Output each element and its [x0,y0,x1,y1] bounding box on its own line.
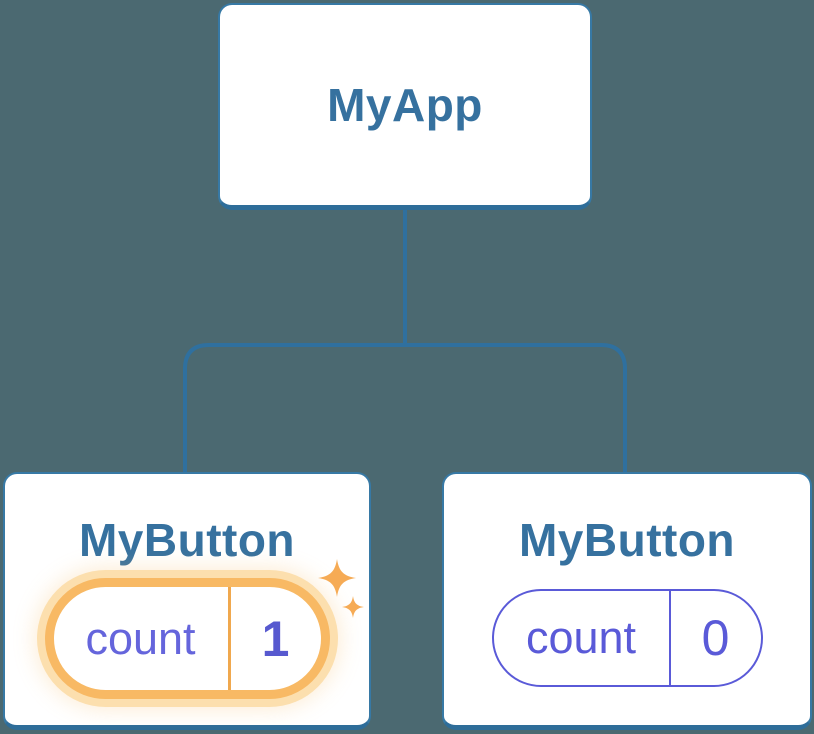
state-pill-divider [668,591,671,685]
state-value: 0 [701,610,730,666]
component-node-mybutton-right: MyButton count 0 [442,472,812,730]
state-pill: count 0 [491,589,763,687]
state-pill-divider [227,587,231,690]
component-node-myapp: MyApp [218,3,592,210]
sparkle-icon [342,596,364,618]
node-label: MyButton [78,514,296,566]
node-label: MyApp [327,79,483,131]
state-pill-highlighted: count 1 [44,578,330,699]
state-name-label: count [85,612,196,664]
sparkle-icon [318,558,356,598]
connector-branch [183,343,627,474]
state-value: 1 [261,610,290,667]
state-name-label: count [525,612,637,663]
component-node-mybutton-left: MyButton count 1 [3,472,371,730]
node-label: MyButton [518,514,736,566]
